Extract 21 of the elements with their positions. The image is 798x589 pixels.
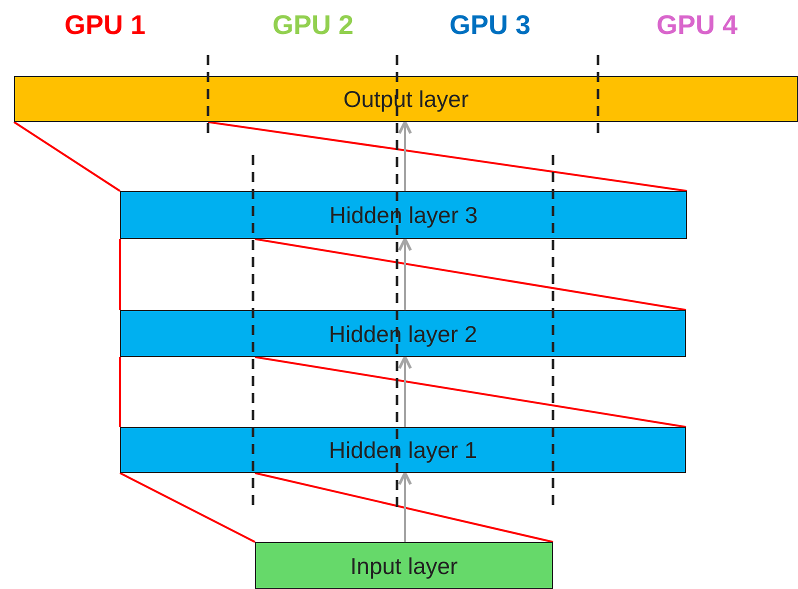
layer-box [120, 191, 687, 239]
gpu-label: GPU 3 [449, 10, 531, 41]
layer-box [120, 310, 686, 357]
gpu-label: GPU 2 [272, 10, 354, 41]
gpu-label: GPU 4 [656, 10, 738, 41]
partition-line [254, 472, 554, 543]
partition-line [119, 239, 121, 310]
arrow [398, 472, 412, 542]
arrow [398, 356, 412, 427]
gpu-label: GPU 1 [64, 10, 146, 41]
partition-line [254, 356, 686, 428]
partition-line [119, 357, 121, 427]
layer-box [255, 542, 553, 589]
partition-line [120, 472, 256, 543]
arrow [398, 120, 412, 191]
partition-line [254, 238, 686, 311]
layer-box [14, 76, 798, 122]
partition-line [13, 121, 121, 192]
layer-box [120, 427, 686, 473]
arrow [398, 238, 412, 310]
partition-line [208, 121, 688, 192]
